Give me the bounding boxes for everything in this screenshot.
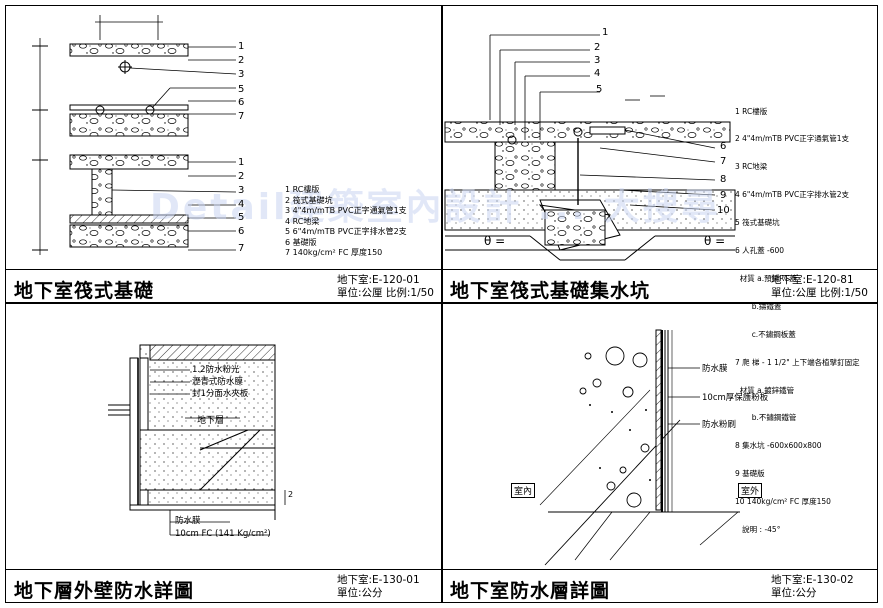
- callout: 6: [720, 141, 727, 152]
- callout: 1: [238, 157, 245, 168]
- callout: 3: [594, 55, 601, 66]
- drawing-unit: 單位:公厘 比例:1/50: [771, 287, 868, 299]
- panel3-labels: 1.2防水粉光 瀝青式防水膜 封1分面水夾板: [192, 364, 248, 400]
- callout: 7: [238, 243, 245, 254]
- title-bar-line: [442, 269, 878, 270]
- legend-item: b.鑄鐵蓋: [735, 301, 782, 311]
- legend-item: 6 人孔蓋 -600: [735, 246, 785, 256]
- legend-item: 2 4"4m/mTB PVC正字通氣管1支: [735, 134, 850, 144]
- dimension-label: 2: [288, 490, 294, 499]
- legend-item: 2 筏式基礎坑: [285, 195, 333, 205]
- callout: 8: [720, 174, 727, 185]
- legend-item: 3 4"4m/mTB PVC正字通氣管1支: [285, 206, 407, 215]
- layer-label: 防水膜: [175, 516, 201, 526]
- callout: 2: [238, 54, 245, 66]
- legend-item: 材質 a.鍍鋅鐵管: [735, 385, 795, 395]
- panel3-bottom-labels: 防水膜 10cm FC (141 Kg/cm²): [175, 515, 271, 541]
- legend-item: b.不鏽鋼鐵管: [735, 413, 797, 423]
- callout: 6: [238, 225, 245, 237]
- panel4-title: 地下室防水層詳圖: [450, 580, 611, 602]
- callout: 5: [238, 83, 245, 95]
- legend-item: 10 140kg/cm² FC 厚度150: [735, 497, 831, 507]
- legend-item: 6 基礎版: [285, 237, 317, 247]
- drawing-unit: 單位:公分: [771, 587, 817, 599]
- drawing-code: 地下室:E-120-81: [771, 274, 854, 286]
- layer-label: 10cm FC (141 Kg/cm²): [175, 529, 271, 539]
- panel2-meta: 地下室:E-120-81 單位:公厘 比例:1/50: [771, 274, 868, 300]
- legend-item: 8 集水坑 -600x600x800: [735, 441, 822, 451]
- watermark: Detail建築室內設計 ... 大搜尋: [150, 187, 721, 228]
- callout: 2: [594, 42, 601, 53]
- theta-label-right: θ =: [704, 234, 726, 248]
- layer-label: 瀝青式防水膜: [192, 377, 244, 387]
- callout: 7: [238, 110, 245, 122]
- legend-item: 說明 : -45°: [735, 524, 781, 534]
- callout: 1: [238, 41, 245, 52]
- panel2-legend: 1 RC樓版 2 4"4m/mTB PVC正字通氣管1支 3 RC地梁 4 6"…: [735, 88, 860, 553]
- legend-item: 5 6"4m/mTB PVC正字排水管2支: [285, 227, 407, 236]
- callout: 4: [238, 198, 245, 210]
- callout: 3: [238, 69, 245, 80]
- theta-label-left: θ =: [484, 234, 506, 248]
- callout: 5: [238, 212, 245, 223]
- callout: 9: [720, 190, 727, 201]
- outside-label: 室外: [738, 483, 763, 498]
- panel2-drawing: [444, 34, 736, 261]
- callout: 10: [717, 205, 730, 216]
- legend-item: 材質 a.預鑄RC蓋: [735, 273, 797, 283]
- callout: 5: [596, 84, 603, 95]
- drawing-code: 地下室:E-130-02: [771, 574, 854, 586]
- layer-label: 封1分面水夾板: [192, 389, 249, 399]
- legend-item: 1 RC樓版: [735, 106, 768, 116]
- legend-item: 5 筏式基礎坑: [735, 218, 780, 228]
- panel-divider-horizontal: [5, 302, 878, 304]
- title-bar-line: [442, 569, 878, 570]
- panel2-title: 地下室筏式基礎集水坑: [450, 280, 651, 302]
- panel3-drawing: [108, 344, 286, 536]
- legend-item: 7 140kg/cm² FC 厚度150: [285, 248, 383, 257]
- callout: 3: [238, 185, 245, 196]
- legend-item: 1 RC樓版: [285, 185, 320, 194]
- drawing-code: 地下室:E-120-01: [337, 274, 420, 286]
- panel3-title: 地下層外壁防水詳圖: [14, 580, 195, 602]
- drawing-unit: 單位:公分: [337, 587, 383, 599]
- callout: 7: [720, 156, 727, 167]
- inside-label: 室內: [511, 483, 536, 498]
- panel1-meta: 地下室:E-120-01 單位:公厘 比例:1/50: [337, 274, 434, 300]
- layer-label: 防水膜: [702, 364, 728, 374]
- panel1-callouts: 1 2 3 5 6 7: [238, 40, 244, 123]
- legend-item: c.不鏽鋼板蓋: [735, 329, 796, 339]
- room-label: 地下層: [197, 416, 225, 426]
- callout: 4: [594, 68, 601, 79]
- callout: 2: [238, 170, 245, 182]
- legend-item: 4 6"4m/mTB PVC正字排水管2支: [735, 190, 850, 200]
- panel-divider-vertical: [441, 5, 443, 603]
- layer-label: 防水粉刷: [702, 420, 737, 430]
- drawing-unit: 單位:公厘 比例:1/50: [337, 287, 434, 299]
- panel4-drawing: [539, 329, 740, 566]
- panel1-title: 地下室筏式基礎: [14, 280, 155, 302]
- panel4-meta: 地下室:E-130-02 單位:公分: [771, 574, 854, 600]
- legend-item: 4 RC地梁: [285, 216, 320, 226]
- callout: 6: [238, 97, 245, 108]
- legend-item: 3 RC地梁: [735, 162, 768, 172]
- legend-item: 9 基礎版: [735, 469, 765, 479]
- layer-label: 10cm厚保護粉板: [702, 393, 769, 403]
- layer-label: 1.2防水粉光: [192, 365, 240, 375]
- callout: 1: [602, 27, 609, 38]
- drawing-code: 地下室:E-130-01: [337, 574, 420, 586]
- panel1-legend: 1 RC樓版 2 筏式基礎坑 3 4"4m/mTB PVC正字通氣管1支 4 R…: [285, 185, 407, 259]
- panel3-meta: 地下室:E-130-01 單位:公分: [337, 574, 420, 600]
- panel1-drawing: [32, 15, 237, 255]
- legend-item: 7 爬 梯 - 1 1/2" 上下端各植擘釘固定: [735, 357, 860, 367]
- panel1-callouts-lower: 1 2 3 4 5 6 7: [238, 156, 244, 256]
- title-bar-line: [5, 569, 441, 570]
- title-bar-line: [5, 269, 441, 270]
